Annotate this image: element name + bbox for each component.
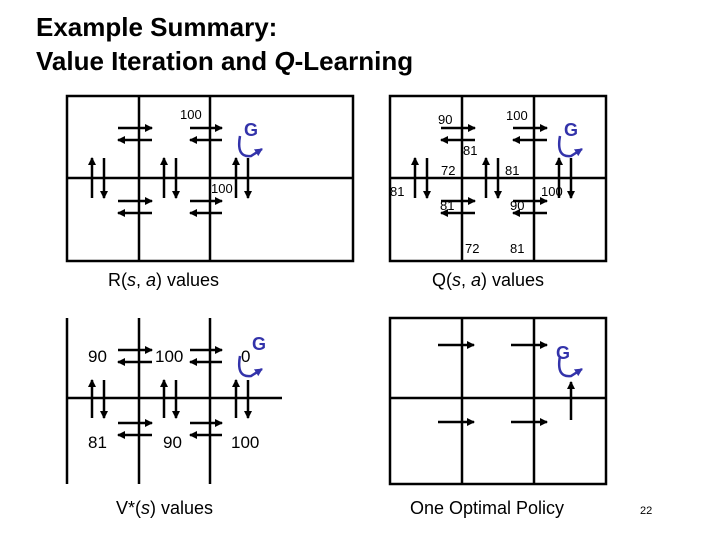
policy-arrows — [438, 341, 575, 426]
v-value: 100 — [155, 347, 183, 366]
caption-part: , — [136, 270, 147, 290]
r-values-caption: R(s, a) values — [108, 270, 219, 291]
q-value: 81 — [510, 241, 524, 256]
v-value: 0 — [241, 347, 250, 366]
goal-loop-icon — [557, 355, 583, 378]
title-suffix: -Learning — [294, 46, 414, 76]
title-prefix: Value Iteration and — [36, 46, 275, 76]
q-value: 72 — [441, 163, 455, 178]
q-value: 100 — [506, 108, 528, 123]
caption-part: a — [471, 270, 482, 290]
v-value: 100 — [231, 433, 259, 452]
goal-loop-icon — [557, 135, 583, 158]
title-line-1: Example Summary: — [36, 12, 278, 42]
q-values-caption: Q(s, a) values — [432, 270, 544, 291]
q-value: 81 — [390, 184, 404, 199]
q-value: 81 — [463, 143, 477, 158]
caption-part: s — [452, 270, 461, 290]
policy-grid — [388, 316, 608, 486]
v-grid — [65, 318, 282, 484]
r-arrows — [88, 124, 252, 217]
goal-label: G — [556, 343, 570, 363]
q-value: 90 — [438, 112, 452, 127]
caption-part: R( — [108, 270, 127, 290]
goal-label: G — [252, 334, 266, 354]
caption-part: s — [141, 498, 151, 518]
title-q: Q — [274, 46, 295, 76]
caption-part: ) values — [481, 270, 545, 290]
q-value: 81 — [440, 198, 454, 213]
goal-loop-icon — [237, 135, 263, 158]
r-value: 100 — [211, 181, 233, 196]
caption-part: V*( — [116, 498, 142, 518]
caption-part: ) values — [150, 498, 214, 518]
caption-part: s — [127, 270, 136, 290]
caption-part: Q( — [432, 270, 452, 290]
q-value: 81 — [505, 163, 519, 178]
policy-caption: One Optimal Policy — [410, 498, 565, 518]
r-grid — [65, 94, 355, 263]
v-arrows — [88, 346, 252, 439]
r-value: 100 — [180, 107, 202, 122]
q-value: 100 — [541, 184, 563, 199]
v-value: 90 — [88, 347, 107, 366]
goal-loop-icon — [237, 355, 263, 378]
title-line-2: Value Iteration and Q-Learning — [36, 44, 413, 78]
goal-label: G — [564, 120, 578, 140]
q-arrows — [411, 124, 575, 217]
v-values-caption: V*(s) values — [116, 498, 213, 519]
caption-part: a — [146, 270, 157, 290]
caption-part: ) values — [156, 270, 220, 290]
caption-part: , — [461, 270, 472, 290]
v-value: 81 — [88, 433, 107, 452]
q-value: 72 — [465, 241, 479, 256]
q-value: 90 — [510, 198, 524, 213]
goal-label: G — [244, 120, 258, 140]
page-number: 22 — [640, 505, 653, 517]
v-value: 90 — [163, 433, 182, 452]
slide-title: Example Summary: Value Iteration and Q-L… — [36, 10, 413, 78]
